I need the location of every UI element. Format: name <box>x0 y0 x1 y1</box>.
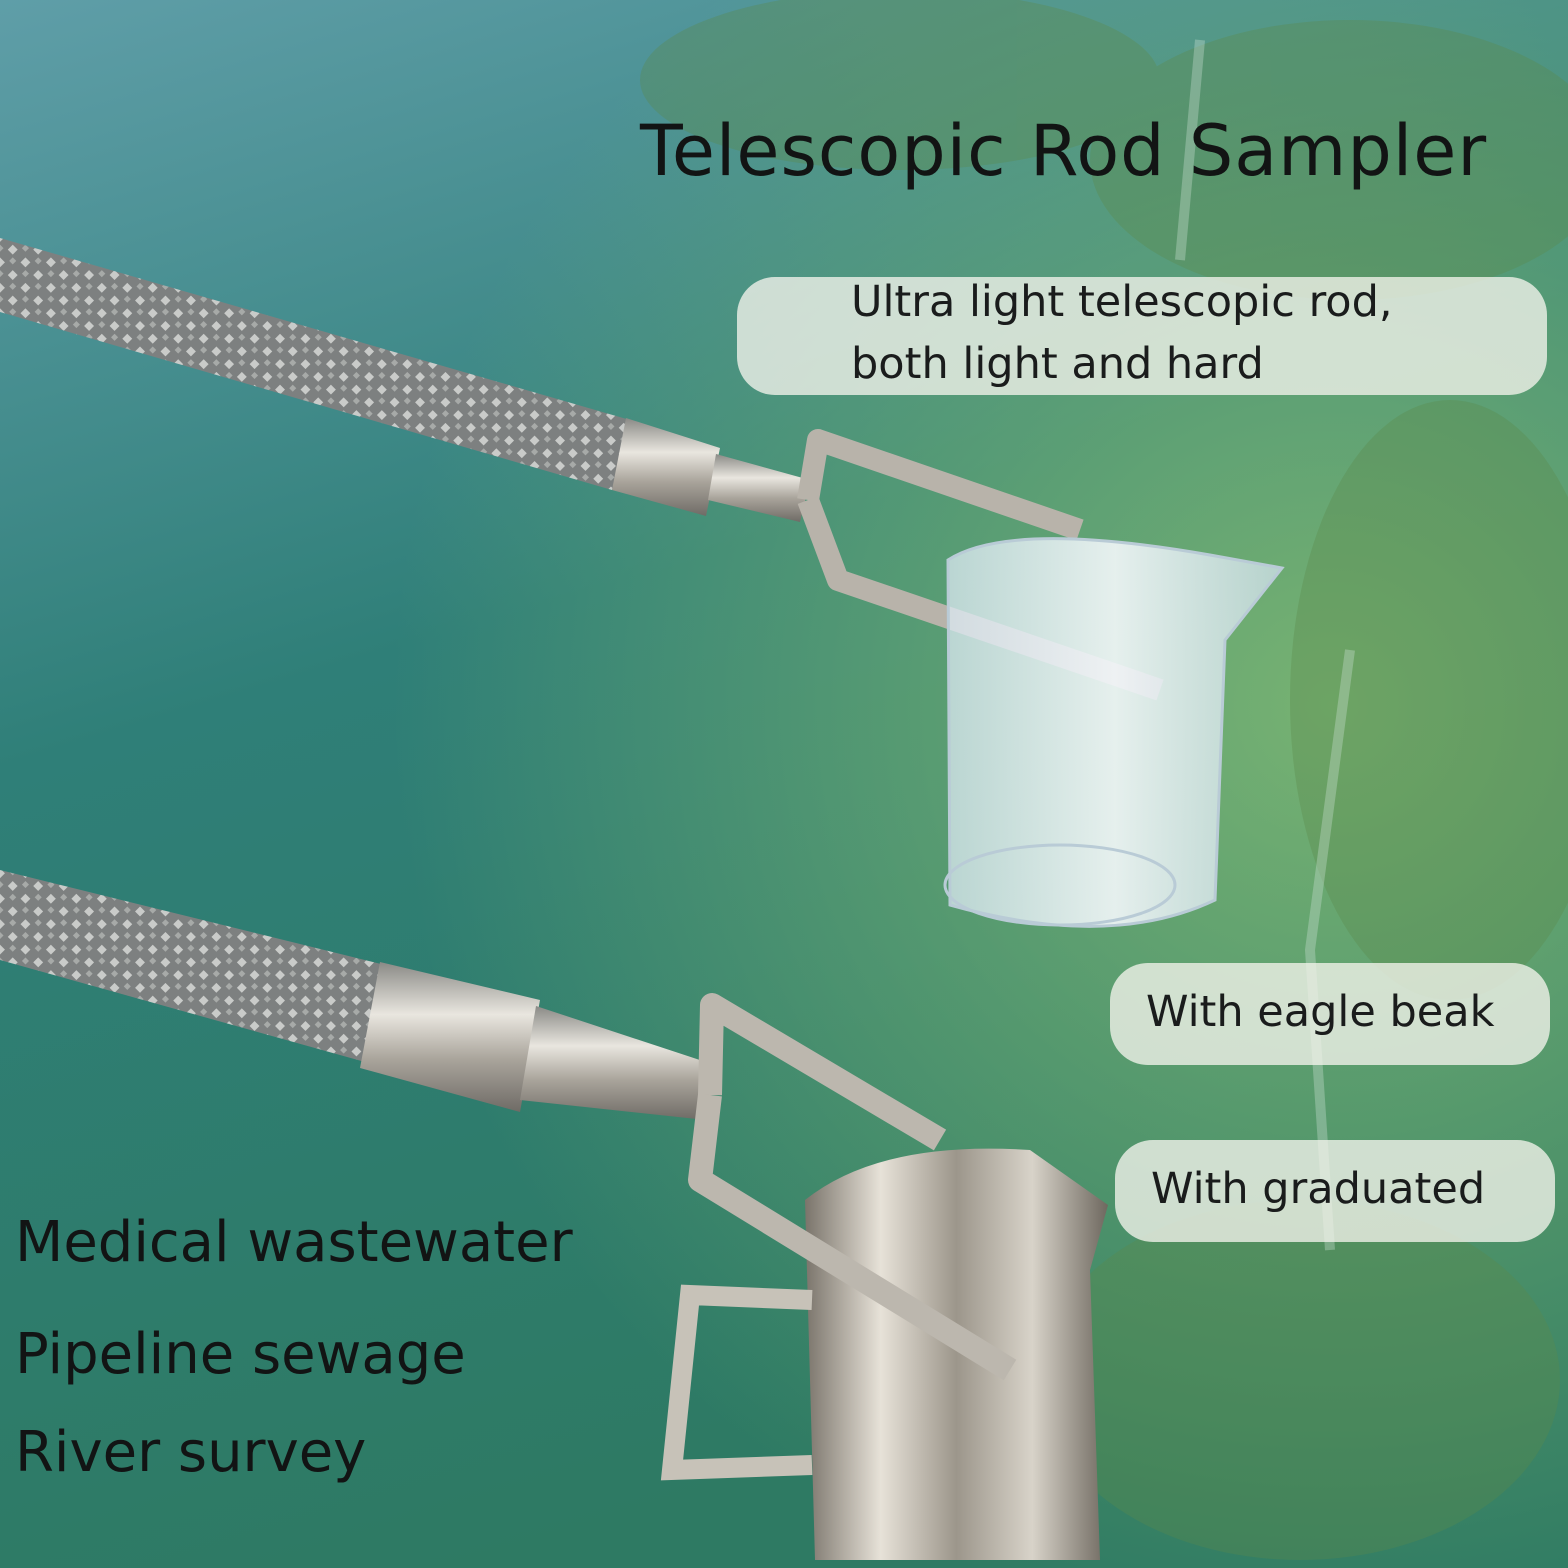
steel-pitcher <box>660 1148 1108 1560</box>
plastic-beaker <box>943 537 1285 928</box>
application-medical-wastewater: Medical wastewater <box>15 1210 573 1275</box>
feature-rod-line2: both light and hard <box>851 339 1264 389</box>
upper-telescopic-rod <box>0 238 810 522</box>
application-river-survey: River survey <box>15 1420 367 1485</box>
feature-badge-graduated: With graduated <box>1115 1140 1555 1242</box>
feature-beak-label: With eagle beak <box>1146 987 1495 1037</box>
lower-telescopic-rod <box>0 870 718 1120</box>
feature-rod-line1: Ultra light telescopic rod, <box>851 277 1393 327</box>
feature-graduated-label: With graduated <box>1151 1164 1486 1214</box>
page-title: Telescopic Rod Sampler <box>640 110 1488 192</box>
feature-badge-rod: Ultra light telescopic rod, both light a… <box>737 277 1547 395</box>
application-pipeline-sewage: Pipeline sewage <box>15 1322 466 1387</box>
feature-badge-beak: With eagle beak <box>1110 963 1550 1065</box>
lower-bracket <box>688 993 1017 1381</box>
